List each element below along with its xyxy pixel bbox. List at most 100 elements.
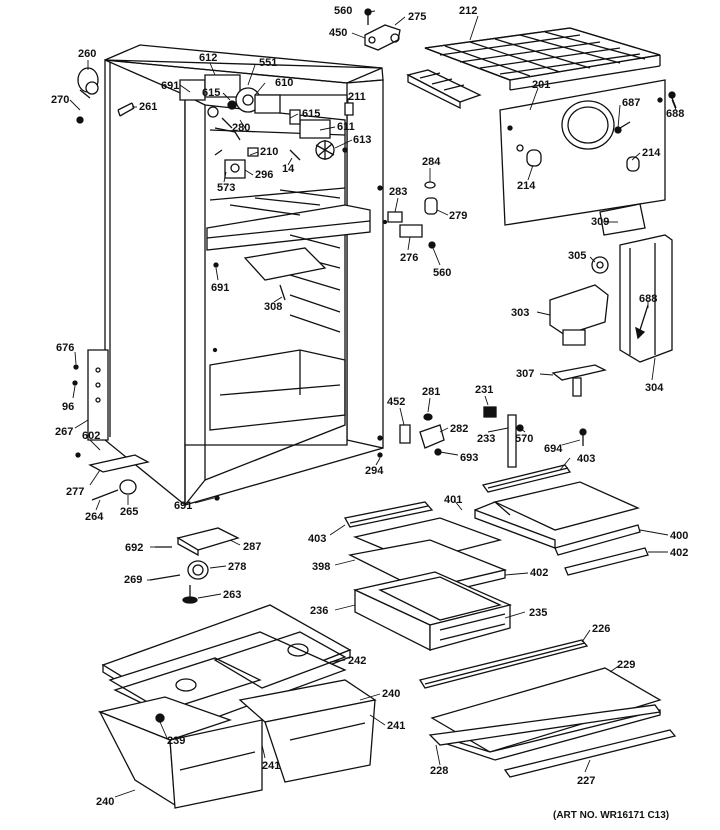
refrigerator-cabinet: [88, 45, 387, 505]
part-label-303: 303: [511, 307, 530, 319]
part-label-240a: 240: [382, 688, 401, 700]
part-label-240b: 240: [96, 796, 115, 808]
part-label-283: 283: [389, 186, 408, 198]
part-label-401: 401: [444, 494, 463, 506]
knob-260: [77, 68, 98, 123]
part-label-282: 282: [450, 423, 469, 435]
part-label-403a: 403: [577, 453, 596, 465]
part-label-241b: 241: [262, 760, 281, 772]
part-label-242: 242: [348, 655, 367, 667]
part-label-688b: 688: [639, 293, 658, 305]
part-label-227: 227: [577, 775, 596, 787]
part-label-400: 400: [670, 530, 689, 542]
part-label-307: 307: [516, 368, 535, 380]
part-label-287: 287: [243, 541, 262, 553]
part-label-602: 602: [82, 430, 101, 442]
control-cluster: [180, 75, 280, 140]
part-label-694: 694: [544, 443, 563, 455]
part-label-275: 275: [408, 11, 427, 23]
part-label-14: 14: [282, 163, 295, 175]
part-label-226: 226: [592, 623, 611, 635]
crisper-drawer-236: [355, 572, 510, 650]
part-label-239: 239: [167, 735, 186, 747]
part-label-613: 613: [353, 134, 372, 146]
part-label-611: 611: [337, 121, 355, 133]
part-label-235: 235: [529, 607, 548, 619]
part-label-308: 308: [264, 301, 283, 313]
part-label-276: 276: [400, 252, 419, 264]
part-label-402a: 402: [670, 547, 689, 559]
part-label-229: 229: [617, 659, 636, 671]
bracket-307: [553, 365, 605, 396]
part-label-236: 236: [310, 605, 329, 617]
duct-parts: [550, 235, 672, 362]
part-label-212: 212: [459, 5, 478, 17]
wire-shelf-212: [425, 28, 660, 90]
part-label-279: 279: [449, 210, 468, 222]
part-label-691c: 691: [174, 500, 193, 512]
part-label-265: 265: [120, 506, 139, 518]
art-number: (ART NO. WR16171 C13): [553, 810, 670, 821]
fan-613: [290, 103, 353, 160]
part-label-304: 304: [645, 382, 664, 394]
part-label-560b: 560: [433, 267, 452, 279]
part-label-398: 398: [312, 561, 331, 573]
part-label-691b: 691: [211, 282, 230, 294]
leveling-parts: [73, 365, 136, 500]
part-label-211: 211: [348, 91, 366, 103]
part-label-284: 284: [422, 156, 441, 168]
part-label-281: 281: [422, 386, 441, 398]
part-label-263: 263: [223, 589, 242, 601]
part-label-309: 309: [591, 216, 610, 228]
part-label-612: 612: [199, 52, 218, 64]
part-label-403b: 403: [308, 533, 327, 545]
vegetable-drawers: [100, 680, 375, 808]
part-label-214a: 214: [642, 147, 661, 159]
part-label-691a: 691: [161, 80, 180, 92]
part-label-570: 570: [515, 433, 534, 445]
part-label-692: 692: [125, 542, 144, 554]
part-label-228: 228: [430, 765, 449, 777]
part-label-267: 267: [55, 426, 74, 438]
part-label-551: 551: [259, 57, 278, 69]
part-label-573: 573: [217, 182, 236, 194]
part-label-231: 231: [475, 384, 494, 396]
part-label-214b: 214: [517, 180, 536, 192]
rear-panel-201: [500, 80, 676, 225]
heater-parts: [215, 148, 300, 178]
top-hinge-275: [365, 9, 400, 50]
ice-tray-213: [408, 70, 480, 108]
part-label-261: 261: [139, 101, 158, 113]
part-label-305: 305: [568, 250, 587, 262]
part-label-277: 277: [66, 486, 85, 498]
lower-small-parts: [400, 407, 586, 467]
drain-parts: [150, 528, 238, 603]
part-label-260: 260: [78, 48, 97, 60]
part-label-615a: 615: [202, 87, 221, 99]
label-card-309: [600, 204, 645, 235]
part-label-452: 452: [387, 396, 406, 408]
part-label-615b: 615: [302, 108, 321, 120]
part-label-402b: 402: [530, 567, 549, 579]
part-label-610: 610: [275, 77, 294, 89]
part-label-693: 693: [460, 452, 479, 464]
lower-glass-shelf: [420, 640, 675, 777]
part-label-296: 296: [255, 169, 274, 181]
part-label-210: 210: [260, 146, 279, 158]
part-label-688a: 688: [666, 108, 685, 120]
glass-shelves: [345, 465, 648, 598]
part-label-560: 560: [334, 5, 353, 17]
handle-261: [118, 103, 134, 116]
part-label-676: 676: [56, 342, 75, 354]
freezer-plate-308: [245, 248, 325, 280]
leader-lines: [70, 11, 676, 797]
part-label-687: 687: [622, 97, 641, 109]
part-label-450: 450: [329, 27, 348, 39]
part-label-294: 294: [365, 465, 384, 477]
part-label-280: 280: [232, 122, 251, 134]
part-label-201: 201: [532, 79, 551, 91]
part-label-269: 269: [124, 574, 143, 586]
part-label-241a: 241: [387, 720, 406, 732]
